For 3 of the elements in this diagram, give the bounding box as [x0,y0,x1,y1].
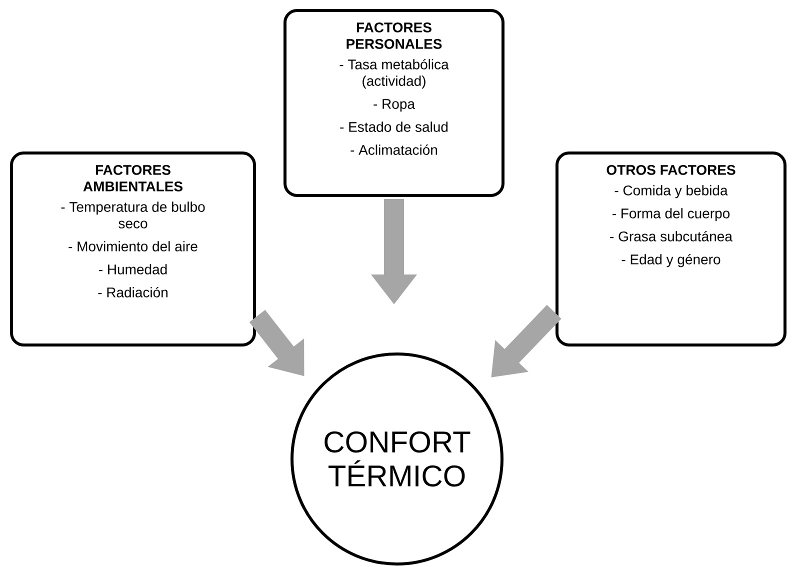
factor-box: FACTORES AMBIENTALES - Temperatura de bulbo seco - Movimiento del aire - Humedad - Radiación [10,152,256,346]
factor-box: OTROS FACTORES - Comida y bebida - Forma del cuerpo - Grasa subcutánea - Edad y género [556,152,786,346]
factor-box: FACTORES PERSONALES - Tasa metabólica (actividad) - Ropa - Estado de salud - Aclimatación [284,9,504,197]
